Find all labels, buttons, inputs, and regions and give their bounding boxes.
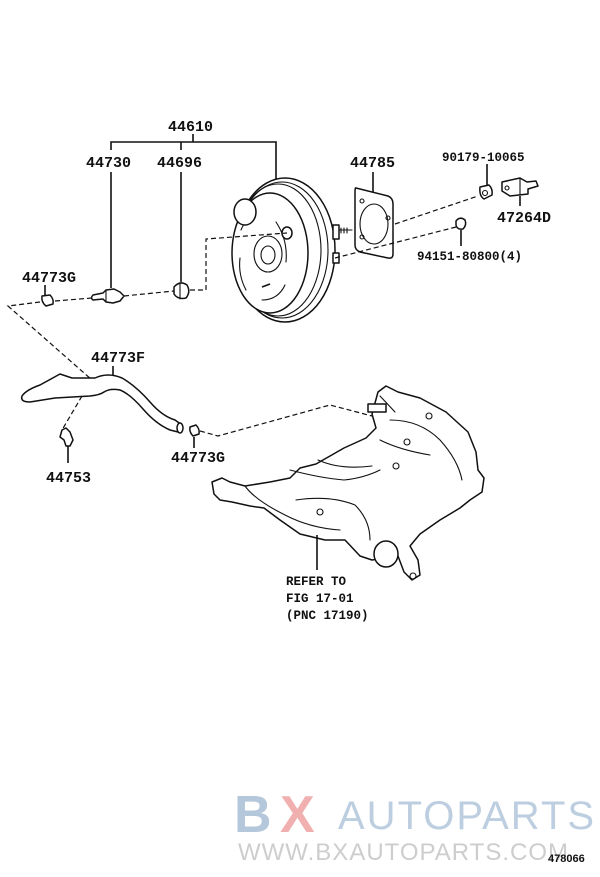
check-valve-union (90, 288, 125, 304)
label-44753: 44753 (46, 470, 91, 487)
label-44610: 44610 (168, 119, 213, 136)
label-44773G-bottom: 44773G (171, 450, 225, 467)
brake-booster (231, 177, 353, 323)
grommet (173, 282, 190, 300)
ref-line-2: FIG 17-01 (286, 592, 354, 606)
hose-clamp: 44753 (46, 427, 91, 487)
bolt: 94151-80800(4) (417, 217, 522, 264)
label-44696: 44696 (157, 155, 202, 172)
watermark: B X AUTOPARTS WWW.BXAUTOPARTS.COM (234, 786, 596, 866)
watermark-url: WWW.BXAUTOPARTS.COM (238, 839, 569, 866)
check-valve-callout: 44730 (86, 155, 131, 288)
dashed-link-clamp (61, 395, 83, 431)
booster-assy-callout: 44610 (110, 119, 277, 180)
nut: 90179-10065 (442, 151, 525, 200)
watermark-x: X (280, 786, 315, 844)
dashed-link-manifold (199, 404, 373, 437)
ref-line-3: (PNC 17190) (286, 609, 369, 623)
dashed-link-grommet (190, 232, 288, 291)
dashed-link-valve (123, 290, 175, 297)
vacuum-hose: 44773F (20, 350, 184, 434)
dashed-link-hose (6, 301, 93, 381)
reference-note: REFER TO FIG 17-01 (PNC 17190) (286, 535, 369, 623)
label-44773G-top: 44773G (22, 270, 76, 287)
intake-manifold (211, 385, 485, 581)
label-90179-10065: 90179-10065 (442, 151, 525, 165)
label-44773F: 44773F (91, 350, 145, 367)
hose-clip-top: 44773G (22, 270, 76, 307)
dashed-link-clip (54, 297, 93, 302)
label-94151-80800: 94151-80800(4) (417, 250, 522, 264)
grommet-callout: 44696 (157, 142, 202, 282)
watermark-autoparts: AUTOPARTS (338, 794, 596, 838)
gasket: 44785 (350, 155, 395, 259)
figure-number: 478066 (548, 853, 585, 865)
bracket: 47264D (497, 177, 551, 227)
watermark-b: B (234, 786, 272, 844)
label-44785: 44785 (350, 155, 395, 172)
dashed-link-bolt (334, 225, 461, 259)
dashed-link-nut (394, 195, 479, 225)
hose-clip-bottom: 44773G (171, 424, 225, 467)
label-44730: 44730 (86, 155, 131, 172)
ref-line-1: REFER TO (286, 575, 347, 589)
label-47264D: 47264D (497, 210, 551, 227)
